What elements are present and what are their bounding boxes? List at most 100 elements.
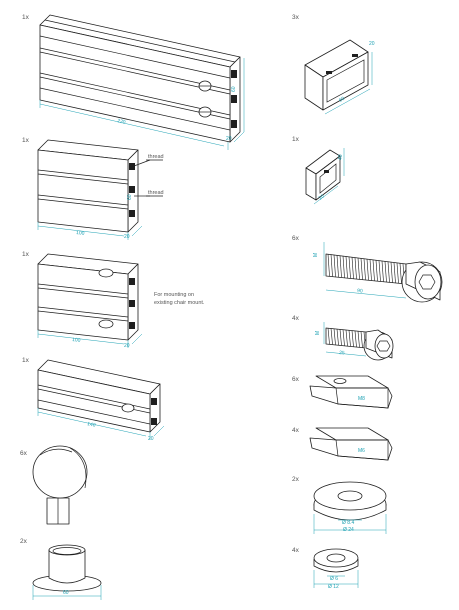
dimension-lines [313, 514, 387, 534]
thread-ridge [384, 261, 387, 283]
dim-depth: 20 [124, 343, 130, 349]
end-cap-60-group: 3x 20 60 [292, 14, 375, 115]
thread-ridge [327, 327, 330, 345]
qty-label: 3x [292, 14, 300, 21]
thread-ridge [354, 330, 357, 348]
qty-label: 2x [292, 476, 300, 483]
qty-label: 4x [292, 427, 300, 434]
dim-depth: 20 [226, 136, 232, 142]
profile-100-mount-drawing [37, 253, 139, 341]
knob-group: 6x [20, 445, 88, 525]
thread-ridge [339, 329, 342, 346]
dim-depth: 20 [318, 193, 326, 201]
qty-label: 6x [292, 376, 300, 383]
dimension-lines [323, 242, 407, 299]
dimension-lines [32, 585, 102, 600]
qty-label: 1x [22, 357, 30, 364]
thread-ridge [351, 257, 354, 279]
mounting-note-line-1: For mounting on [154, 292, 194, 298]
thread-ridge [387, 261, 390, 283]
qty-label: 1x [22, 14, 30, 21]
screw-short-drawing [325, 327, 394, 361]
thread-ridge [327, 253, 330, 277]
dimension-lines [37, 330, 143, 348]
dimension-lines [37, 408, 165, 440]
screw-long-group: 6x M 90 [292, 235, 443, 303]
thread-label: thread [148, 190, 164, 196]
qty-label: 1x [22, 137, 30, 144]
thread-ridge [345, 256, 348, 278]
qty-label: 6x [292, 235, 300, 242]
dimension-lines [313, 148, 345, 205]
thread-ridge [381, 261, 384, 282]
thread-ridge [378, 260, 381, 282]
thread-ridge [348, 330, 351, 347]
dim-outer-diameter: Ø 12 [328, 584, 339, 590]
end-cap-40-group: 1x 40 20 [292, 136, 345, 205]
dim-length: 220 [117, 118, 127, 126]
slot-nut-1-group: 6x M8 [292, 375, 393, 409]
qty-label: 2x [20, 538, 28, 545]
dim-height: 60 [127, 194, 133, 200]
profile-220-drawing [39, 14, 241, 143]
end-cap-40-drawing [305, 149, 341, 201]
washer-small-group: 4x Ø 6 Ø 12 [292, 547, 359, 590]
thread-ridge [390, 262, 393, 283]
thread-ridge [369, 259, 372, 281]
screw-long-drawing [325, 253, 443, 303]
thread-ridge [339, 255, 342, 278]
thread-ridge [357, 257, 360, 280]
qty-label: 4x [292, 547, 300, 554]
dim-inner-diameter: Ø 8.4 [342, 520, 354, 526]
thread-ridge [375, 260, 378, 282]
screw-short-group: 4x M 25 [292, 315, 394, 361]
dim-height: 40 [338, 154, 344, 160]
dimension-lines [39, 58, 245, 150]
thread-ridge [399, 263, 402, 284]
dimension-lines [323, 322, 367, 357]
dim-diameter: 60 [63, 590, 69, 596]
dim-thread: M [313, 253, 319, 257]
knob-drawing [32, 445, 88, 525]
dim-length: 140 [87, 421, 97, 429]
profile-140-drawing [37, 359, 161, 433]
dim-height: 60 [231, 86, 237, 92]
nut-label: M8 [358, 396, 365, 402]
washer-large-drawing [313, 481, 387, 521]
dim-thread: M [315, 331, 321, 335]
thread-ridge [351, 330, 354, 347]
profile-100-mount-group: 1x For mounting on existing chair mount.… [22, 251, 205, 349]
dim-length: 100 [72, 337, 81, 344]
profile-220-group: 1x 220 60 20 [22, 14, 245, 150]
thread-ridge [354, 257, 357, 279]
thread-ridge [333, 328, 336, 345]
profile-100-thread-drawing [37, 139, 163, 233]
thread-ridge [345, 329, 348, 347]
thread-ridge [333, 254, 336, 277]
qty-label: 6x [20, 450, 28, 457]
bushing-group: 2x 60 [20, 538, 102, 600]
thread-ridge [360, 258, 363, 280]
dim-depth: 20 [148, 436, 154, 442]
thread-ridge [336, 328, 339, 346]
slot-nut-2-drawing [309, 427, 393, 461]
thread-ridge [348, 256, 351, 279]
thread-ridge [393, 262, 396, 283]
mounting-note-line-2: existing chair mount. [154, 300, 205, 306]
thread-ridge [396, 263, 399, 284]
thread-ridge [336, 255, 339, 277]
end-cap-60-drawing [304, 39, 369, 111]
dim-width: 60 [338, 96, 346, 104]
thread-ridge [372, 259, 375, 281]
dimension-lines [37, 222, 143, 240]
dim-length: 100 [76, 230, 85, 237]
thread-ridge [360, 331, 363, 348]
nut-label: M6 [358, 448, 365, 454]
dim-inner-diameter: Ø 6 [330, 576, 338, 582]
washer-large-group: 2x Ø 8.4 Ø 24 [292, 476, 387, 534]
thread-ridge [366, 259, 369, 281]
thread-ridge [330, 254, 333, 277]
qty-label: 1x [22, 251, 30, 258]
thread-ridge [330, 328, 333, 345]
